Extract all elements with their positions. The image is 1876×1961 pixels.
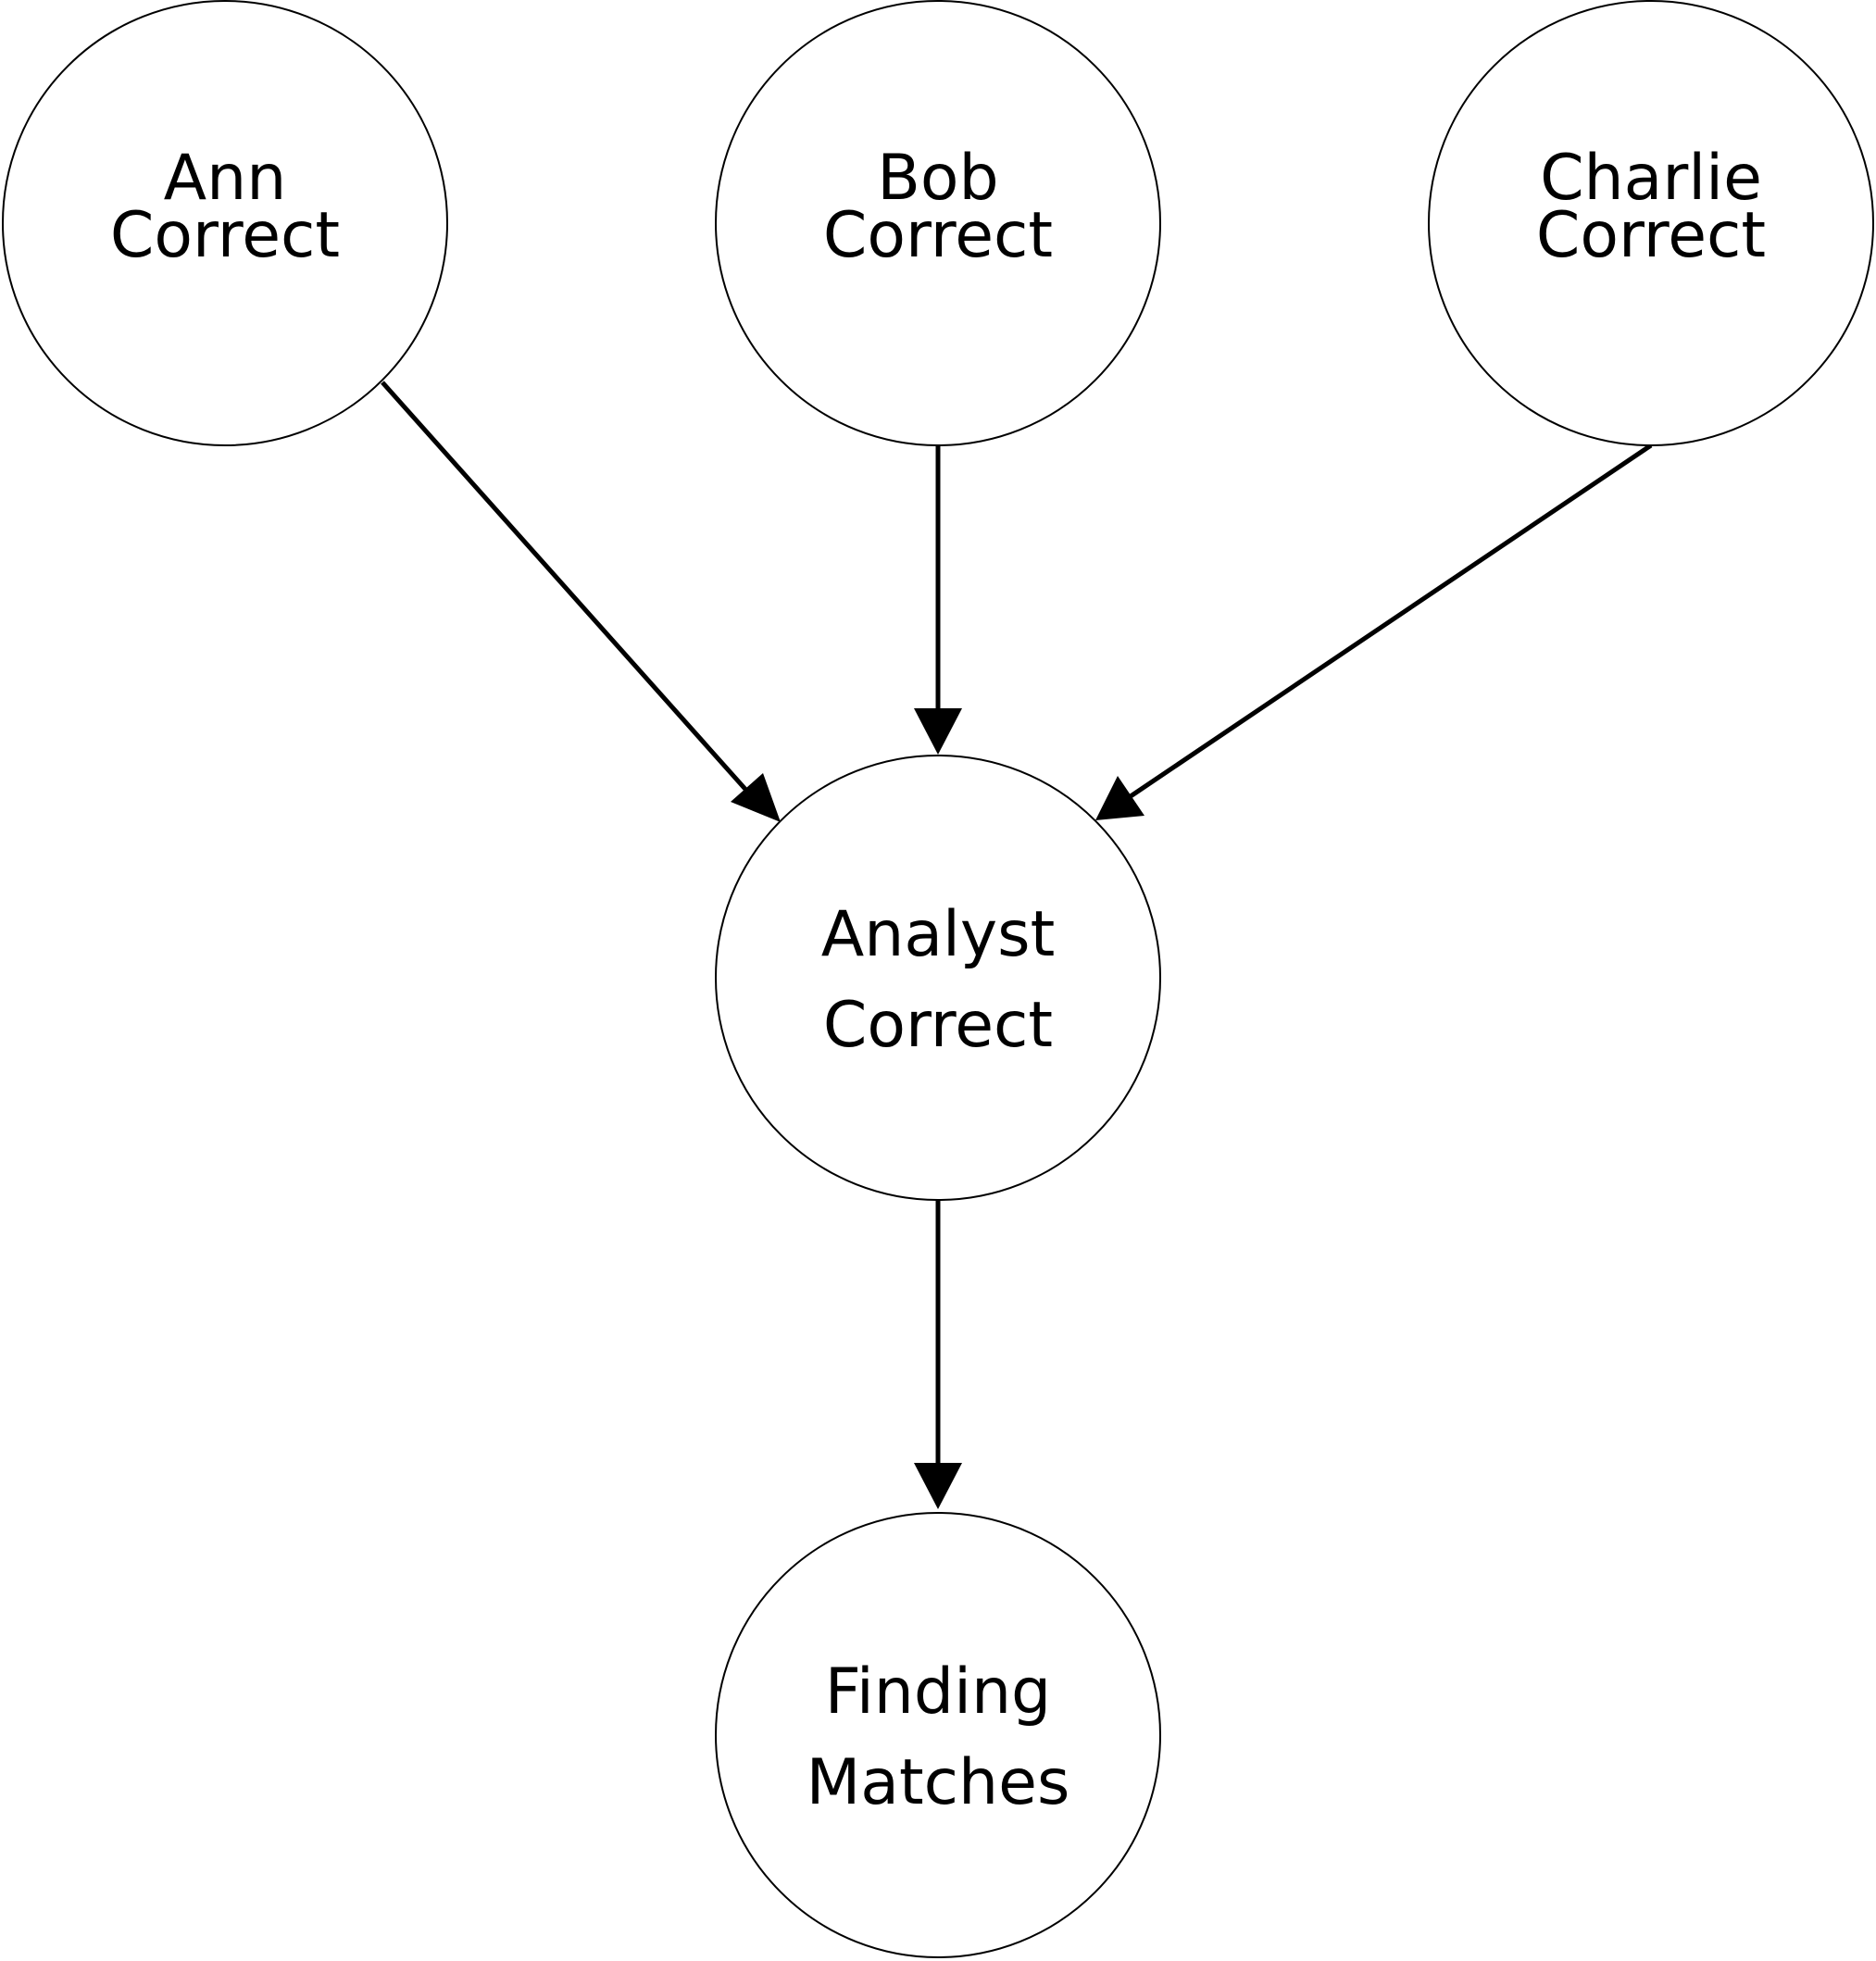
- arrowhead-charlie-analyst: [1095, 776, 1144, 820]
- node-finding-line2: Matches: [807, 1746, 1070, 1819]
- node-ann-circle: [2, 0, 448, 446]
- node-charlie: Charlie Correct: [1428, 0, 1874, 446]
- node-bob-circle: [715, 0, 1161, 446]
- arrowhead-bob-analyst: [914, 708, 962, 755]
- node-charlie-line2: Correct: [1536, 199, 1766, 272]
- node-analyst-circle: [715, 755, 1161, 1201]
- node-ann-line2: Correct: [110, 199, 340, 272]
- node-ann-line1: Ann: [164, 142, 287, 215]
- node-finding-circle: [715, 1512, 1161, 1958]
- edge-ann-analyst: [381, 381, 752, 796]
- edge-charlie-analyst: [1126, 443, 1653, 801]
- node-bob-line1: Bob: [877, 142, 998, 215]
- node-bob: Bob Correct: [715, 0, 1161, 446]
- node-charlie-circle: [1428, 0, 1874, 446]
- node-finding-line1: Finding: [825, 1655, 1051, 1729]
- node-analyst-line1: Analyst: [821, 898, 1056, 971]
- edges: [381, 381, 1653, 1509]
- node-ann: Ann Correct: [2, 0, 448, 446]
- node-finding: Finding Matches: [715, 1512, 1161, 1958]
- node-analyst: Analyst Correct: [715, 755, 1161, 1201]
- arrowhead-ann-analyst: [731, 773, 781, 822]
- node-charlie-line1: Charlie: [1540, 142, 1762, 215]
- node-bob-line2: Correct: [823, 199, 1053, 272]
- arrowhead-analyst-finding: [914, 1463, 962, 1509]
- node-analyst-line2: Correct: [823, 989, 1053, 1062]
